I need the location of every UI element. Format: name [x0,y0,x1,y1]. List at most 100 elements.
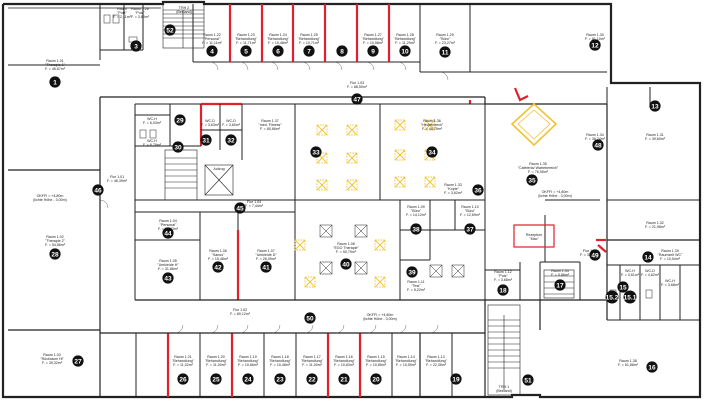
room-label: Raum 1.39"Raumzelt WC"F. = 10,54m² [658,249,683,261]
room-marker-number: 12 [591,42,599,49]
room-marker-dot [592,139,604,151]
level-notes: OKFFI = +4,80m(lichte Höhe - 3,00m) OKFF… [33,190,572,321]
room-label: Raum 1.21"Behandlung"F. = 11,02m² [172,355,194,367]
stair-bottom [487,304,521,396]
room-label: Raum 1.05"Umkleide H"F. = 31,86m² [157,259,179,271]
room-label: Aufzug [213,167,224,171]
room-marker: 52 [164,24,176,36]
room-label: Raum 1.36"Heckenbeck"F. = 48,79m² [421,119,444,131]
room-marker-dot [426,146,438,158]
room-marker-dot [200,134,212,146]
room-marker-number: 49 [591,252,599,259]
room-marker-dot [439,46,451,58]
room-label: Raum 1.33"Kopie"F. = 3,62m² [444,183,463,195]
room-marker: 15.1 [623,290,637,304]
room-marker-number: 34 [428,149,436,156]
room-label: Raum 1.27"Behandlung"F. = 10,58m² [362,33,384,45]
room-label: Raum 1.11"Test"F. = 5,22m² [407,280,426,292]
room-marker-number: 33 [312,149,320,156]
room-marker-dot [589,39,601,51]
room-marker: 38 [410,223,422,235]
reception-diamond [510,102,558,147]
room-marker-number: 15 [619,284,627,291]
room-label: Raum 1.07"Umkleide D"F. = 26,09m² [255,249,277,261]
room-marker-dot [212,261,224,273]
lamp-symbol [294,239,306,251]
room-label: Rezeption"Mac" [526,233,542,241]
room-marker-number: 46 [94,187,102,194]
room-label: Raum 1.23"Behandlung"F. = 11,71m² [235,33,257,45]
room-marker-number: 52 [166,27,174,34]
room-marker-dot [617,281,629,293]
room-marker-number: 11 [442,49,449,56]
room-label: Raum 1.16"Behandlung"F. = 10,83m² [333,355,355,367]
stair-left [164,149,198,201]
lamp-symbol [316,179,328,191]
reception-desk [513,224,555,248]
room-marker-number: 14 [644,254,652,261]
room-marker-number: 21 [340,376,348,383]
room-marker-dot [240,45,252,57]
room-marker-number: 47 [353,96,361,103]
room-label: Raum 1.01"Therapie 1"F. = 46,67m² [45,59,66,71]
room-marker-dot [234,202,246,214]
sanitary-fixtures [103,14,653,299]
room-marker: 20 [370,373,382,385]
room-marker-dot [605,290,619,304]
room-marker: 1 [49,76,61,88]
room-marker-dot [338,373,350,385]
room-marker-dot [526,174,538,186]
room-label: Raum 1.17"Behandlung"F. = 11,00m² [301,355,323,367]
room-marker-number: 13 [651,103,659,110]
room-marker-dot [410,223,422,235]
room-marker-number: 6 [276,48,280,55]
lamp-symbol [374,276,386,288]
room-marker-dot [522,374,534,386]
room-marker-number: 17 [556,282,564,289]
room-marker-dot [92,184,104,196]
room-marker-number: 42 [214,264,222,271]
lamp-symbol [394,176,406,188]
lamp-symbol [394,119,406,131]
room-marker: 22 [306,373,318,385]
room-label: Raum"Putz"F. = 2,11m² [113,7,132,19]
room-marker: 4 [206,45,218,57]
room-marker-dot [242,373,254,385]
room-marker-number: 20 [372,376,380,383]
room-marker: 26 [177,373,189,385]
elevator-symbol [204,164,234,196]
room-marker-dot [367,45,379,57]
room-marker-dot [450,373,462,385]
room-label: Raum 1.12"Putz"F. = 3,68m² [494,270,513,282]
room-marker-number: 26 [179,376,187,383]
room-label: Raum 1.24"Behandlung"F. = 10,48m² [267,33,289,45]
room-label: TRH 1(Bestand) [496,385,512,393]
room-marker-number: 51 [524,377,532,384]
room-label: Raum 1.09"Büro"F. = 14,12m² [406,205,427,217]
room-marker: 34 [426,146,438,158]
room-marker-dot [72,355,84,367]
room-marker-dot [130,40,142,52]
room-marker-number: 9 [371,48,375,55]
room-marker-dot [272,45,284,57]
room-marker-dot [49,76,61,88]
room-marker: 21 [338,373,350,385]
room-marker-number: 15.1 [624,294,637,301]
room-marker: 42 [212,261,224,273]
room-marker-number: 28 [51,251,59,258]
room-marker: 18 [497,284,509,296]
level-note: OKFFI = +4,80m(lichte Höhe - 3,00m) [33,194,67,202]
lamp-symbol [346,124,358,136]
room-marker: 47 [351,93,363,105]
room-marker-number: 36 [474,187,482,194]
room-marker: 25 [210,373,222,385]
room-label: Raum 1.22"Personal"F. = 11,11m² [202,33,222,45]
room-marker-dot [206,45,218,57]
room-marker: 29 [174,114,186,126]
room-label: Raum 1.28"Behandlung"F. = 11,29m² [394,33,416,45]
